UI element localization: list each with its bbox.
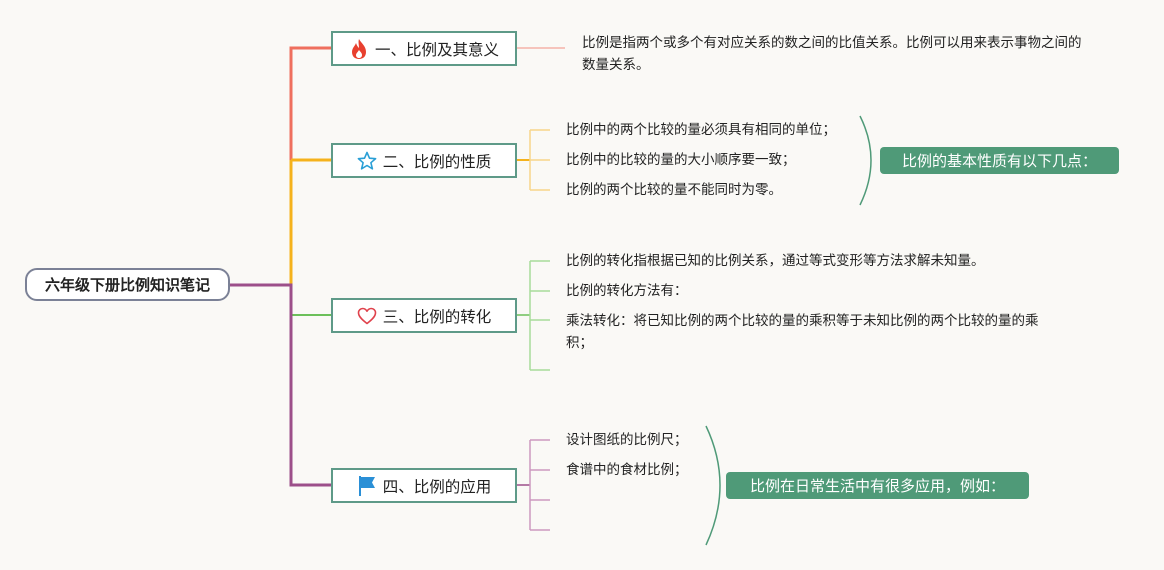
star-outline-icon [357, 151, 377, 170]
leaf-text: 比例的两个比较的量不能同时为零。 [566, 182, 782, 198]
flame-icon [351, 38, 366, 59]
topic-properties[interactable]: 二、比例的性质 [331, 143, 517, 178]
topic-label: 三、比例的转化 [382, 307, 492, 326]
flag-icon [358, 475, 375, 496]
leaf-lines-2 [529, 129, 550, 191]
leaf-text: 比例的转化指根据已知的比例关系，通过等式变形等方法求解未知量。 [566, 253, 985, 269]
root-topic[interactable]: 六年级下册比例知识笔记 [25, 268, 230, 301]
topic-application[interactable]: 四、比例的应用 [331, 468, 517, 503]
summary-bracket-2 [859, 115, 872, 206]
heart-outline-icon [357, 307, 377, 324]
leaf-text: 比例的转化方法有： [566, 283, 688, 299]
leaf-text: 设计图纸的比例尺； [566, 432, 688, 448]
summary-properties[interactable]: 比例的基本性质有以下几点： [880, 147, 1119, 174]
summary-application[interactable]: 比例在日常生活中有很多应用，例如： [726, 472, 1029, 499]
branch-line-4 [230, 283, 331, 487]
summary-bracket-4 [705, 425, 721, 546]
branch-line-3 [290, 285, 331, 316]
topic-meaning[interactable]: 一、比例及其意义 [331, 31, 517, 66]
leaf-lines-3 [529, 260, 550, 371]
topic-label: 四、比例的应用 [382, 477, 492, 496]
leaf-text: 比例中的比较的量的大小顺序要一致； [566, 152, 796, 168]
leaf-text: 食谱中的食材比例； [566, 462, 688, 478]
leaf-text: 比例是指两个或多个有对应关系的数之间的比值关系。比例可以用来表示事物之间的数量关… [582, 35, 1082, 73]
leaf-lines-4 [529, 439, 550, 531]
branch-line-1 [230, 46, 331, 287]
topic-label: 二、比例的性质 [382, 152, 492, 171]
leaf-text: 乘法转化：将已知比例的两个比较的量的乘积等于未知比例的两个比较的量的乘积； [566, 313, 1039, 351]
leaf-text: 比例中的两个比较的量必须具有相同的单位； [566, 122, 836, 138]
topic-label: 一、比例及其意义 [374, 40, 499, 59]
topic-conversion[interactable]: 三、比例的转化 [331, 298, 517, 333]
